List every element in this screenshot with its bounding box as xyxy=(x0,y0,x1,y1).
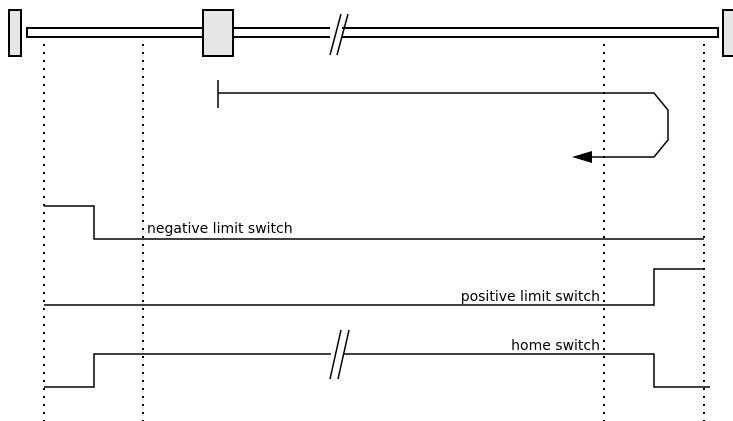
positive-limit-signal: positive limit switch xyxy=(44,268,704,306)
home-switch-waveform xyxy=(44,353,710,388)
left-end-stop xyxy=(8,9,22,57)
negative-limit-signal: negative limit switch xyxy=(44,205,704,240)
motion-arrow-head-icon xyxy=(572,151,592,163)
carriage-block xyxy=(202,9,234,57)
rail-bar xyxy=(26,27,719,38)
rail-break-mark-right xyxy=(336,13,349,56)
motion-trajectory xyxy=(218,92,669,158)
right-end-stop xyxy=(722,9,733,57)
negative-limit-switch-label: negative limit switch xyxy=(147,221,293,237)
home-break-mark-left xyxy=(329,329,342,380)
travel-rail xyxy=(8,9,733,57)
home-switch-label: home switch xyxy=(511,338,600,354)
rail-break-mark-left xyxy=(329,13,342,56)
positive-limit-waveform xyxy=(44,268,704,306)
home-switch-signal: home switch xyxy=(44,329,710,388)
motion-path xyxy=(217,80,669,163)
negative-limit-waveform xyxy=(44,205,704,240)
reference-lines xyxy=(43,44,705,421)
home-break-mark-right xyxy=(337,329,350,380)
positive-limit-switch-label: positive limit switch xyxy=(461,289,600,305)
